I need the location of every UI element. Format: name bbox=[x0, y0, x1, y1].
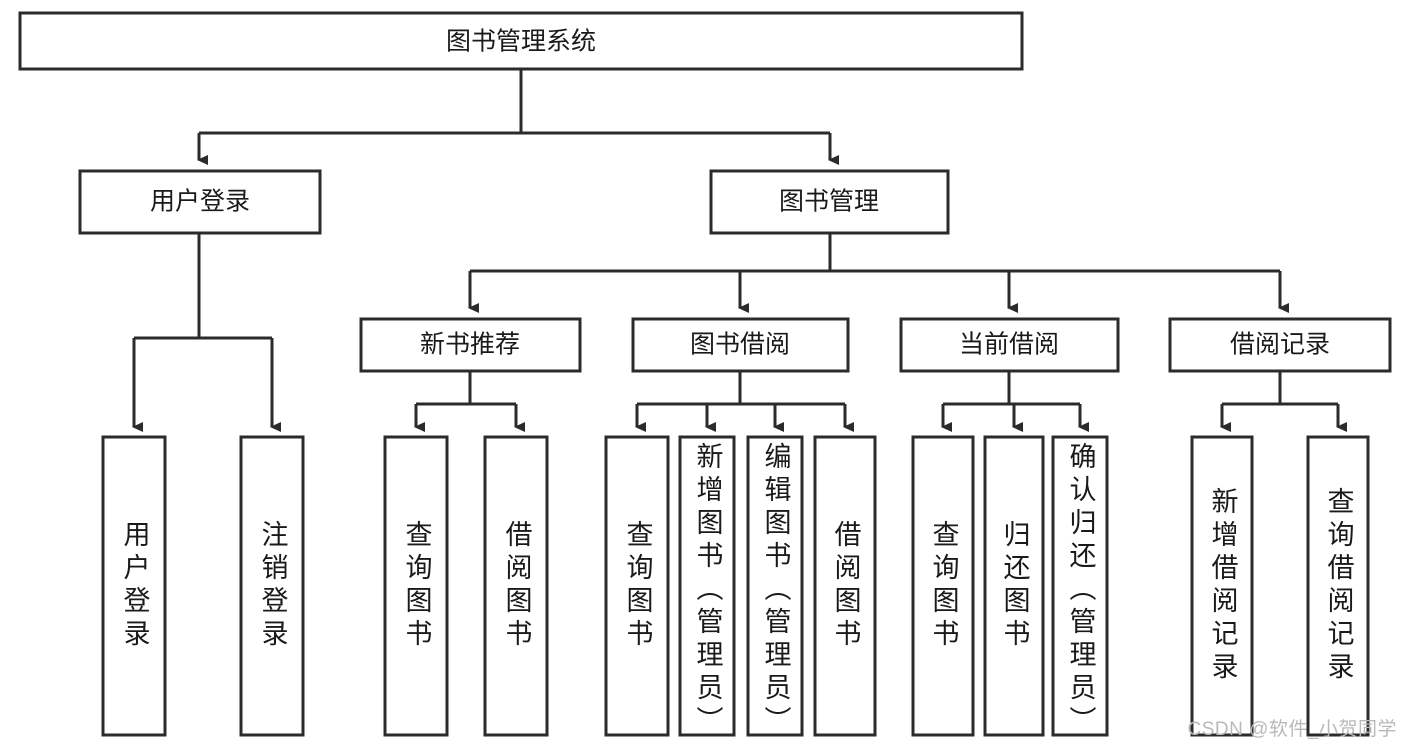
node-current-borrow[interactable]: 当前借阅 bbox=[899, 317, 1120, 373]
leaf-borrow-book-1-box[interactable] bbox=[483, 435, 549, 737]
node-user-login[interactable]: 用户登录 bbox=[78, 169, 322, 235]
node-new-book-rec-label: 新书推荐 bbox=[420, 331, 520, 359]
node-book-manage-label: 图书管理 bbox=[779, 188, 879, 216]
node-borrow-record[interactable]: 借阅记录 bbox=[1168, 317, 1392, 373]
leaf-query-record-box[interactable] bbox=[1306, 435, 1370, 737]
node-book-borrow-box[interactable] bbox=[631, 317, 850, 373]
leaf-user-login-box[interactable] bbox=[101, 435, 167, 737]
leaf-return-book-box[interactable] bbox=[983, 435, 1045, 737]
leaf-confirm-return-box[interactable] bbox=[1051, 435, 1109, 737]
node-new-book-rec-box[interactable] bbox=[359, 317, 582, 373]
connector-layer bbox=[132, 69, 1347, 432]
leaf-query-book-3-box[interactable] bbox=[911, 435, 975, 737]
watermark-text: CSDN @软件_小贺同学 bbox=[1187, 719, 1397, 740]
leaf-query-book-2-box[interactable] bbox=[604, 435, 670, 737]
leaf-box-layer bbox=[101, 435, 1370, 737]
node-book-manage[interactable]: 图书管理 bbox=[709, 169, 950, 235]
node-new-book-rec[interactable]: 新书推荐 bbox=[359, 317, 582, 373]
node-root[interactable]: 图书管理系统 bbox=[18, 11, 1024, 71]
leaf-add-record-box[interactable] bbox=[1190, 435, 1254, 737]
leaf-edit-book-box[interactable] bbox=[746, 435, 804, 737]
leaf-query-book-1-box[interactable] bbox=[383, 435, 449, 737]
node-root-label: 图书管理系统 bbox=[446, 28, 596, 56]
leaf-logout-box[interactable] bbox=[239, 435, 305, 737]
node-book-manage-box[interactable] bbox=[709, 169, 950, 235]
node-current-borrow-box[interactable] bbox=[899, 317, 1120, 373]
node-borrow-record-box[interactable] bbox=[1168, 317, 1392, 373]
node-current-borrow-label: 当前借阅 bbox=[959, 331, 1059, 359]
leaf-borrow-book-2-box[interactable] bbox=[813, 435, 877, 737]
node-user-login-box[interactable] bbox=[78, 169, 322, 235]
node-user-login-label: 用户登录 bbox=[150, 188, 250, 216]
leaf-add-book-box[interactable] bbox=[678, 435, 736, 737]
node-book-borrow-label: 图书借阅 bbox=[690, 331, 790, 359]
node-borrow-record-label: 借阅记录 bbox=[1230, 331, 1330, 359]
node-root-box[interactable] bbox=[18, 11, 1024, 71]
node-book-borrow[interactable]: 图书借阅 bbox=[631, 317, 850, 373]
